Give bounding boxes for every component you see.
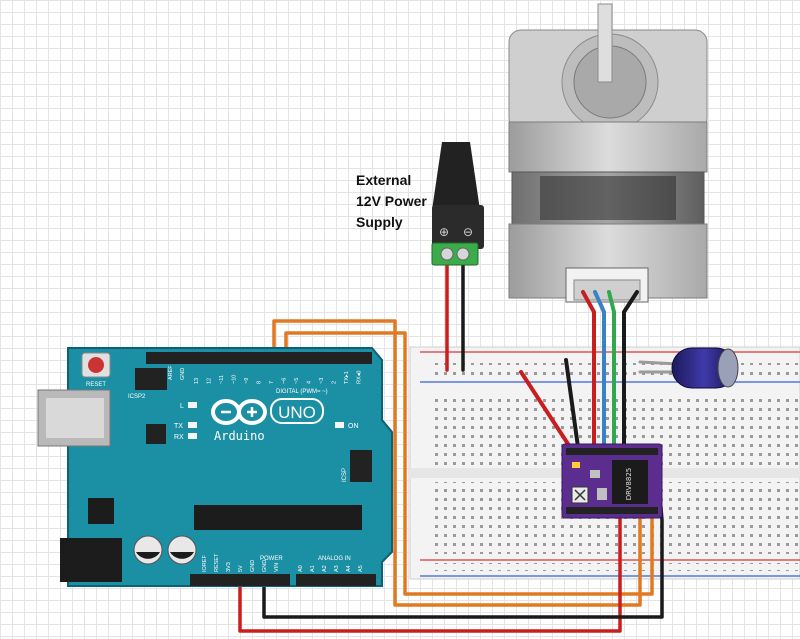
digital-header-label: DIGITAL (PWM= ~)	[276, 389, 328, 395]
motor-top-section	[508, 121, 708, 173]
power-pin-label-6: VIN	[274, 563, 280, 572]
analog-pin-label-4: A4	[346, 565, 352, 572]
analog-pin-label-0: A0	[298, 565, 304, 572]
analog-header	[296, 574, 376, 586]
terminal-screw-plus	[440, 247, 454, 261]
reset-label: RESET	[86, 382, 106, 388]
capacitor	[671, 347, 739, 389]
digital-pin-label-3: ~10	[232, 375, 238, 384]
dc-jack-base	[432, 205, 484, 249]
digital-pin-label-0: 13	[194, 378, 200, 384]
on-led	[335, 422, 344, 428]
icsp2-header	[135, 368, 167, 390]
analog-pin-label-5: A5	[358, 565, 364, 572]
icsp-header	[350, 450, 372, 482]
motor-wire-black	[622, 290, 639, 458]
screw-terminal	[431, 242, 479, 266]
tx-led-label: TX	[174, 423, 183, 430]
driver-header-top	[566, 448, 658, 455]
power-supply-label: External 12V Power Supply	[356, 170, 427, 233]
digital-pin-label-11: 2	[332, 381, 338, 384]
terminal-minus-symbol: ⊖	[463, 225, 473, 239]
stepper-motor	[508, 3, 708, 303]
analog-pin-label-2: A2	[322, 565, 328, 572]
capacitor-leg-1	[638, 360, 680, 366]
power-header-label: POWER	[260, 556, 283, 562]
power-pin-label-5: GND	[262, 560, 268, 572]
brand-label: Arduino	[214, 429, 265, 443]
digital-pin-label-7: ~6	[282, 378, 288, 384]
digital-pin-label-4: ~9	[244, 378, 250, 384]
power-pin-label-3: 5V	[238, 565, 244, 572]
reset-button-cap[interactable]	[88, 357, 104, 373]
driver-header-bottom	[566, 507, 658, 514]
icsp2-label: ICSP2	[128, 394, 146, 400]
board-capacitor-2	[167, 535, 197, 565]
on-led-label: ON	[348, 423, 359, 430]
rx-led	[188, 433, 197, 439]
tx-led	[188, 422, 197, 428]
rx-led-label: RX	[174, 434, 184, 441]
logic-5v-wire-red	[238, 510, 622, 633]
stepper-driver: DRV8825	[561, 443, 663, 519]
digital-pin-label-10: ~3	[319, 378, 325, 384]
digital-pin-label-13: RX◂0	[357, 371, 363, 384]
usb-chip	[146, 424, 166, 444]
power-supply-label-line-2: 12V Power	[356, 193, 427, 209]
dc-power-jack: ⊕ ⊖	[431, 142, 484, 266]
digital-pin-label-2: ~11	[219, 375, 225, 384]
icsp-label: ICSP	[342, 468, 348, 482]
gnd-label: GND	[180, 368, 186, 380]
power-pin-label-2: 3V3	[226, 562, 232, 572]
power-rail-bottom	[430, 563, 800, 571]
power-pin-label-1: RESET	[214, 553, 220, 572]
arduino-logo	[211, 399, 267, 425]
board-capacitor-1	[133, 535, 163, 565]
digital-pin-labels: 13 12 ~11 ~10 ~9 8 7 ~6 ~5 4 ~3 2 TX▸1 RX◂0	[194, 371, 363, 384]
analog-pin-labels: A0 A1 A2 A3 A4 A5	[298, 565, 364, 572]
digital-pin-label-6: 7	[269, 381, 275, 384]
atmega-chip	[194, 505, 362, 530]
digital-pin-label-9: 4	[307, 381, 313, 384]
motor-shaft	[597, 3, 613, 83]
analog-pin-label-1: A1	[310, 565, 316, 572]
driver-chip	[612, 460, 648, 504]
power-header	[190, 574, 290, 586]
digital-pin-label-1: 12	[207, 378, 213, 384]
power-supply-label-line-3: Supply	[356, 214, 403, 230]
digital-pin-label-5: 8	[257, 381, 263, 384]
model-label: UNO	[278, 403, 316, 422]
digital-pin-label-8: ~5	[294, 378, 300, 384]
motor-wire-blue	[593, 290, 606, 458]
analog-header-label: ANALOG IN	[318, 556, 351, 562]
dir-wire-orange	[284, 331, 654, 596]
power-supply-label-line-1: External	[356, 172, 412, 188]
digital-header	[146, 352, 372, 364]
uno-badge	[270, 398, 324, 424]
voltage-regulator	[88, 498, 114, 524]
power-pin-label-0: IOREF	[202, 555, 208, 572]
dc-jack-body	[432, 142, 480, 210]
wires	[238, 260, 680, 633]
l-led-label: L	[180, 403, 184, 410]
l-led	[188, 402, 197, 408]
terminal-plus-symbol: ⊕	[439, 225, 449, 239]
gnd-jumper-black	[564, 358, 580, 449]
step-wire-orange	[272, 319, 642, 607]
digital-pin-label-12: TX▸1	[344, 371, 350, 384]
power-pin-label-4: GND	[250, 560, 256, 572]
motor-wire-green	[607, 290, 616, 458]
analog-pin-label-3: A3	[334, 565, 340, 572]
vmot-jumper-red	[519, 370, 572, 449]
power-pin-labels: IOREF RESET 3V3 5V GND GND VIN	[202, 553, 280, 572]
motor-wire-red	[581, 290, 596, 458]
driver-chip-label: DRV8825	[625, 468, 633, 500]
barrel-jack[interactable]	[60, 538, 122, 582]
motor-bottom-section	[508, 223, 708, 299]
aref-label: AREF	[168, 365, 174, 380]
terminal-screw-minus	[456, 247, 470, 261]
